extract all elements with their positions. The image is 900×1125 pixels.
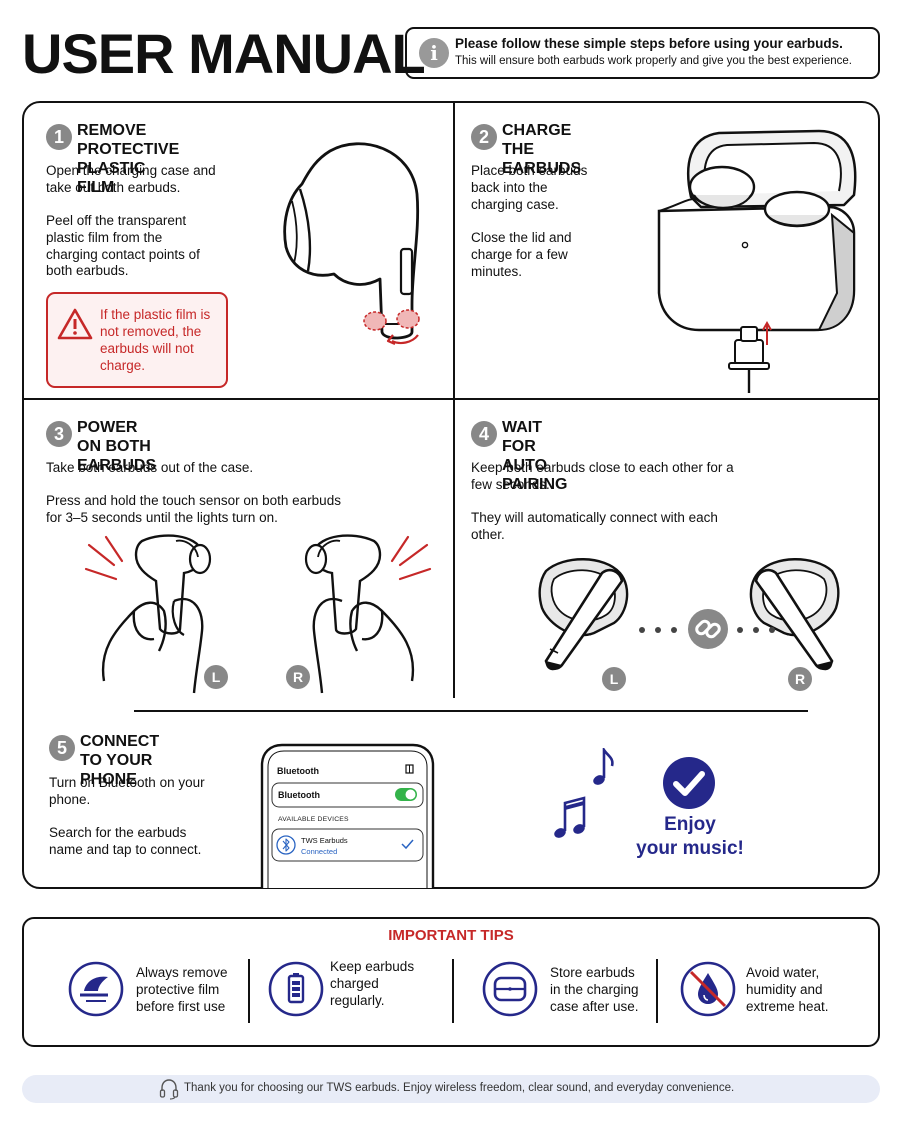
tip-text: Always remove protective film before fir… [136,965,228,1014]
phone-mockup: Bluetooth Bluetooth AVAILABLE DEVICES TW… [260,743,435,888]
step-number-badge: 5 [49,735,75,761]
warning-box: If the plastic film is not removed, the … [46,292,228,388]
step-number-badge: 2 [471,124,497,150]
right-label: R [795,671,805,687]
step-4-text-2: They will automatically connect with eac… [471,510,718,542]
pairing-illustration: L R [538,558,840,691]
step-title: WAIT FOR AUTO PAIRING [502,419,568,493]
step-number-badge: 4 [471,421,497,447]
step-4-text-1: Keep both earbuds close to each other fo… [471,460,734,492]
footer-banner: Thank you for choosing our TWS earbuds. … [22,1075,880,1103]
warning-text: If the plastic film is not removed, the … [100,307,211,373]
page-title: USER MANUAL [22,22,426,85]
case-icon [482,961,538,1017]
divider-vertical-middle [453,398,455,698]
important-tips-panel: IMPORTANT TIPS Always remove protective … [22,917,880,1047]
divider-vertical-top [453,103,455,398]
peel-film-icon [68,961,124,1017]
step-2-text-1: Place both earbuds back into the chargin… [471,163,588,212]
step-title: CONNECT TO YOUR PHONE [80,733,160,788]
step-1-text-1: Open the charging case and take out both… [46,163,216,195]
music-notes-icon [554,748,614,838]
device-name[interactable]: TWS Earbuds [301,836,348,845]
notice-line-2: This will ensure both earbuds work prope… [455,55,852,67]
notice-box: i Please follow these simple steps befor… [405,27,880,79]
step-title: REMOVE PROTECTIVE PLASTIC FILM [77,122,180,196]
tip-item: Always remove protective film before fir… [68,961,268,1027]
right-hand-earbud-illustration: R [286,534,432,694]
tip-text: Store earbuds in the charging case after… [550,965,639,1014]
tip-divider [656,959,658,1023]
bluetooth-toggle-label[interactable]: Bluetooth [278,790,320,800]
left-label: L [610,671,619,687]
step-1-text-2: Peel off the transparent plastic film fr… [46,213,200,279]
right-label: R [293,669,303,685]
phone-screen-title: Bluetooth [277,766,319,776]
battery-icon [268,961,324,1017]
tips-title: IMPORTANT TIPS [388,927,514,944]
left-label: L [212,669,221,685]
step-title: CHARGE THE EARBUDS [502,122,582,177]
step-5-text-1: Turn on Bluetooth on your phone. [49,775,205,807]
tip-text: Avoid water, humidity and extreme heat. [746,965,829,1014]
divider-horizontal [24,398,878,400]
step-title: POWER ON BOTH EARBUDS [77,419,157,474]
tip-text: Keep earbuds charged regularly. [330,959,415,1008]
step-3-text-1: Take both earbuds out of the case. [46,460,254,475]
info-icon: i [419,38,449,68]
step-number-badge: 1 [46,124,72,150]
available-devices-label: AVAILABLE DEVICES [278,816,349,823]
left-hand-earbud-illustration: L [84,534,228,694]
check-circle-icon [663,757,715,809]
device-status: Connected [301,847,338,856]
tip-item: Keep earbuds charged regularly. [268,959,468,1027]
enjoy-music-text: Enjoy your music! [636,814,744,859]
warning-icon [57,308,93,340]
notice-line-1: Please follow these simple steps before … [455,36,843,51]
earbud-film-illustration [283,142,420,346]
step-number-badge: 3 [46,421,72,447]
step-2-text-2: Close the lid and charge for a few minut… [471,230,572,279]
tip-item: Avoid water, humidity and extreme heat. [680,961,870,1027]
step-5-text-2: Search for the earbuds name and tap to c… [49,825,202,857]
no-water-icon [680,961,736,1017]
divider-horizontal-bottom [134,710,808,712]
tip-divider [452,959,454,1023]
charging-case-illustration [657,129,857,393]
headset-icon [159,1079,179,1100]
tip-divider [248,959,250,1023]
tip-item: Store earbuds in the charging case after… [482,961,682,1027]
steps-panel: 1 REMOVE PROTECTIVE PLASTIC FILM Open th… [22,101,880,889]
step-3-text-2: Press and hold the touch sensor on both … [46,493,341,525]
footer-text: Thank you for choosing our TWS earbuds. … [184,1082,735,1094]
